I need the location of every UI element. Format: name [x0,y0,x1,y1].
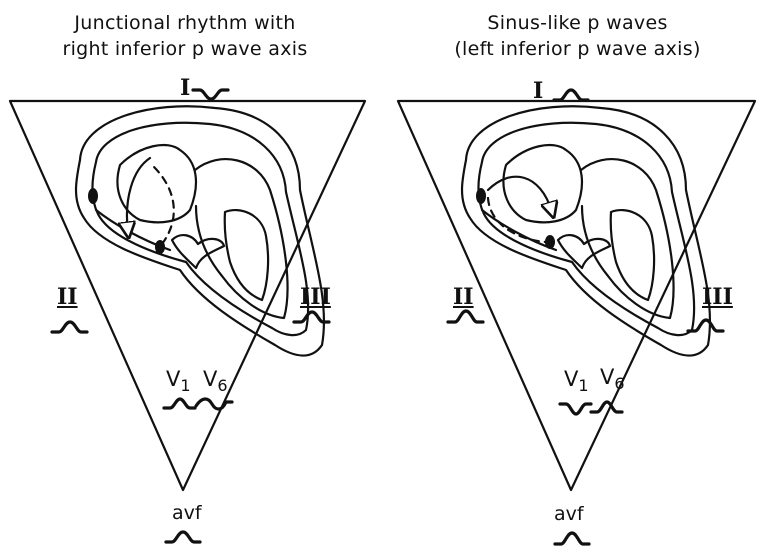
left-lead-II-p-wave [50,320,89,334]
right-lead-V6-letter: V [600,365,615,389]
right-heart [460,105,712,357]
left-lead-V1-letter: V [166,367,181,391]
right-lead-III-p-wave [686,318,725,333]
right-lead-V6-subscript: 6 [614,374,625,394]
right-lead-I-label: I [533,78,544,104]
left-activation-arrow [127,156,152,232]
left-panel-title: Junctional rhythm with right inferior p … [20,10,350,62]
left-lead-avf-label: avf [172,502,202,524]
left-lead-V1-subscript: 1 [180,376,191,396]
right-lead-V6-label: V6 [600,366,625,395]
right-conduction-dashed-path [486,196,548,244]
left-lead-I-label: I [180,75,191,101]
left-lead-V1-p-wave [162,397,197,410]
right-lead-I-p-wave [552,88,590,102]
left-lead-III-p-wave [292,310,331,324]
left-lead-I-p-wave [191,88,230,101]
right-lead-V6-p-wave [589,400,624,414]
left-lead-V6-p-wave [194,397,234,411]
right-lead-V1-letter: V [564,367,579,391]
right-lead-V1-subscript: 1 [578,376,589,396]
right-lead-V1-p-wave [558,402,593,416]
left-lead-avf-p-wave [164,530,202,544]
left-lead-V6-label: V6 [203,368,228,397]
left-lead-V6-letter: V [203,367,218,391]
left-lead-V1-label: V1 [166,368,191,397]
left-sinus-node [88,188,98,204]
left-title-line1: Junctional rhythm with [74,12,296,34]
right-lead-avf-p-wave [553,531,591,546]
left-lead-V6-subscript: 6 [217,376,228,396]
right-einthoven-triangle [396,99,757,492]
right-activation-arrow [486,175,552,212]
left-title-line2: right inferior p wave axis [62,38,308,60]
right-lead-V1-label: V1 [564,368,589,397]
right-lead-avf-label: avf [554,503,584,525]
right-sinus-node [476,188,486,204]
right-title-line1: Sinus-like p waves [487,12,668,34]
right-av-junction-focus [545,235,555,249]
left-retrograde-dashed-path [150,163,175,246]
right-lead-II-p-wave [446,309,485,324]
right-lead-II-label: II [453,284,474,310]
right-title-line2: (left inferior p wave axis) [454,38,701,60]
left-lead-II-label: II [57,284,78,310]
left-einthoven-triangle [8,99,367,492]
left-heart [74,105,326,357]
right-panel-title: Sinus-like p waves (left inferior p wave… [405,10,750,62]
